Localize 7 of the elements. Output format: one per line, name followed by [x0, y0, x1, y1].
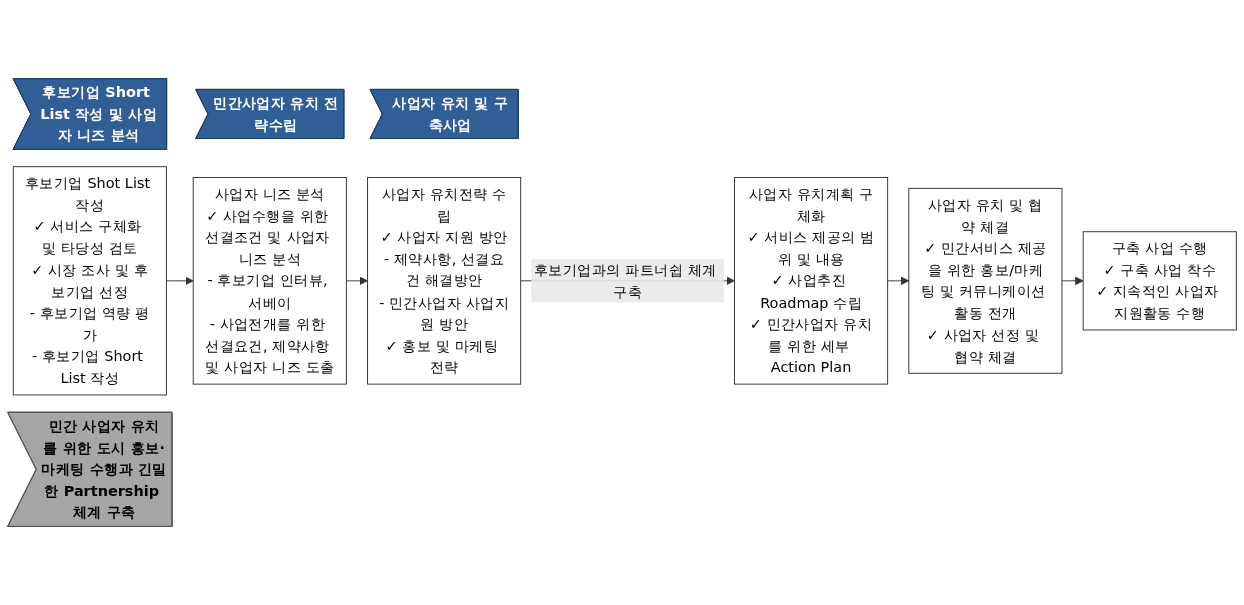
node-box: 후보기업 Shot List 작성 ✓ 서비스 구체화 및 타당성 검토 ✓ 시장 조사 및 후보기업 선정 - 후보기업 역량 평가 - 후보기업 Short List 작성	[12, 166, 167, 396]
node-box: 구축 사업 수행 ✓ 구축 사업 착수 ✓ 지속적인 사업자 지원활동 수행	[1082, 231, 1237, 331]
node-box: 사업자 유치 및 협약 체결 ✓ 민간서비스 제공을 위한 홍보/마케팅 및 커뮤니케이션 활동 전개 ✓ 사업자 선정 및 협약 체결	[908, 187, 1063, 374]
node-box: 사업자 유치계획 구체화 ✓ 서비스 제공의 범위 및 내용 ✓ 사업추진 Roadmap 수립 ✓ 민간사업자 유치를 위한 세부 Action Plan	[734, 177, 889, 385]
edge-label: 후보기업과의 파트너쉽 체계 구축	[534, 261, 717, 301]
node-box: 사업자 니즈 분석 ✓ 사업수행을 위한 선결조건 및 사업자 니즈 분석 - 후보기업 인터뷰, 서베이 - 사업전개를 위한 선결요건, 제약사항 및 사업자 니즈 도출	[192, 177, 347, 385]
node-box: 사업자 유치전략 수립 ✓ 사업자 지원 방안 - 제약사항, 선결요건 해결방안 - 민간사업자 사업지원 방안 ✓ 홍보 및 마케팅 전략	[367, 177, 522, 385]
